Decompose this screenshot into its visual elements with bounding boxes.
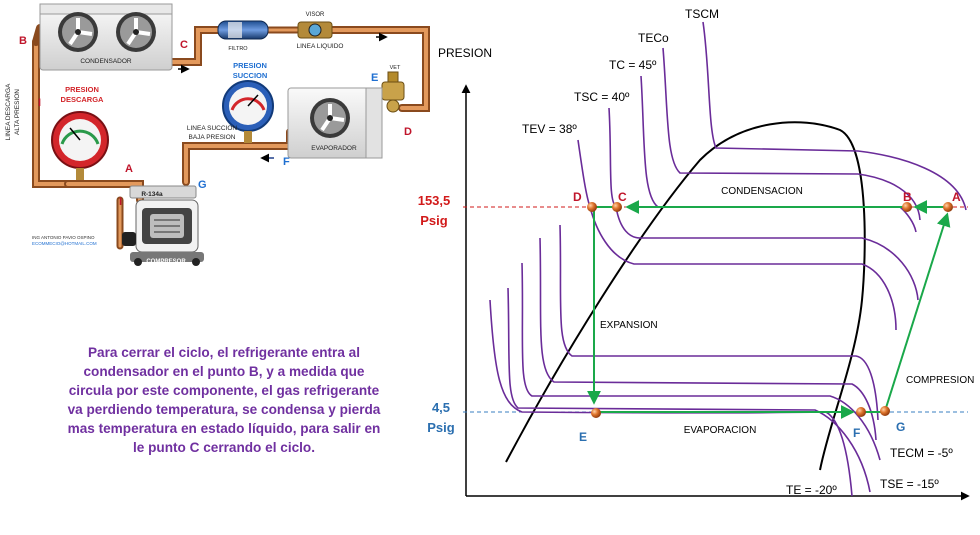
- visor-label: VISOR: [306, 12, 325, 18]
- expansion-valve: VET: [381, 65, 405, 113]
- filter-label: FILTRO: [228, 46, 248, 52]
- fan-icon: [310, 98, 350, 138]
- discharge-pressure-label-2: DESCARGA: [61, 95, 105, 104]
- suction-gauge: PRESION SUCCION: [222, 61, 274, 143]
- compressor-mark: I: [119, 196, 122, 208]
- schematic-point-f: F: [283, 156, 290, 168]
- suction-pressure-label-1: PRESION: [233, 61, 267, 70]
- high-pressure-value: 153,5: [418, 193, 451, 208]
- low-pressure-label: BAJA PRESION: [189, 134, 236, 141]
- high-pressure-unit: Psig: [420, 213, 448, 228]
- schematic-point-g: G: [198, 179, 207, 191]
- y-axis-label: PRESION: [438, 46, 492, 60]
- compression-arrow: [884, 212, 951, 412]
- discharge-pressure-label-1: PRESION: [65, 85, 99, 94]
- system-schematic: CONDENSADOR FILTRO VISOR LINEA LIQUIDO V…: [5, 3, 430, 266]
- isotherm-tsc: [608, 107, 919, 301]
- compression-label: COMPRESION: [906, 375, 974, 386]
- tscm-label: TSCM: [685, 7, 719, 21]
- isotherm-tse: [507, 287, 871, 493]
- point-g-label: G: [896, 420, 905, 434]
- point-f-label: F: [853, 426, 860, 440]
- point-c-marker: [612, 202, 622, 212]
- fan-icon: [58, 12, 98, 52]
- evaporator-unit: EVAPORADOR: [287, 87, 383, 159]
- liquid-line-label: LINEA LIQUIDO: [297, 43, 344, 50]
- isotherm-low-1: [559, 224, 879, 421]
- filter-drier: FILTRO: [217, 20, 269, 52]
- isotherm-te: [489, 299, 853, 497]
- caption-line: Para cerrar el ciclo, el refrigerante en…: [87, 345, 361, 360]
- tc-label: TC = 45º: [609, 58, 657, 72]
- fan-icon: [116, 12, 156, 52]
- evaporator-label: EVAPORADOR: [311, 145, 357, 152]
- isotherm-tecm: [521, 262, 881, 461]
- teco-label: TECo: [638, 31, 669, 45]
- tsc-label: TSC = 40º: [574, 90, 630, 104]
- point-b-label: B: [903, 190, 912, 204]
- schematic-point-d: D: [404, 126, 412, 138]
- point-b-marker: [902, 202, 912, 212]
- low-pressure-unit: Psig: [427, 420, 455, 435]
- isotherm-tscm: [702, 21, 967, 211]
- compressor: R-134a COMPRESOR: [122, 185, 204, 266]
- schematic-point-b: B: [19, 35, 27, 47]
- vet-label: VET: [390, 65, 401, 71]
- isotherm-teco: [662, 47, 921, 221]
- point-d-label: D: [573, 190, 582, 204]
- isotherm-lines: [489, 21, 967, 497]
- caption-line: condensador en el punto B, y a medida qu…: [83, 364, 365, 379]
- schematic-point-c: C: [180, 39, 188, 51]
- pressure-enthalpy-diagram: PRESION 153,5 Psig 4,5 Psig TSCM TECo TC…: [418, 7, 974, 501]
- suction-pressure-label-2: SUCCION: [233, 71, 268, 80]
- schematic-point-e: E: [371, 72, 378, 84]
- condenser-label: CONDENSADOR: [80, 58, 132, 65]
- expansion-label: EXPANSION: [600, 320, 658, 331]
- discharge-gauge: PRESION DESCARGA: [51, 85, 109, 180]
- compressor-label: COMPRESOR: [146, 259, 186, 265]
- condenser-unit: CONDENSADOR: [39, 3, 173, 71]
- high-pressure-label: ALTA PRESION: [14, 89, 21, 135]
- point-f-marker: [856, 407, 866, 417]
- point-a-label: A: [952, 190, 961, 204]
- saturation-dome: [505, 121, 866, 471]
- point-d-marker: [587, 202, 597, 212]
- tecm-label: TECM = -5º: [890, 446, 953, 460]
- caption-line: mas temperatura en estado líquido, para …: [67, 421, 381, 436]
- point-e-marker: [591, 408, 601, 418]
- isotherm-low-2: [539, 237, 877, 441]
- te-label: TE = -20º: [786, 483, 837, 497]
- caption-line: circula por este componente, el gas refr…: [68, 383, 380, 398]
- schematic-point-a: A: [125, 163, 133, 175]
- state-points: [587, 202, 953, 418]
- refrigerant-label: R-134a: [141, 191, 163, 198]
- tev-label: TEV = 38º: [522, 122, 577, 136]
- discharge-line-label: LINEA DESCARGA: [5, 83, 12, 140]
- isotherm-tev: [577, 139, 897, 331]
- point-c-label: C: [618, 190, 627, 204]
- author-line-2: ECOMMECIO@HOTMAIL.COM: [32, 241, 97, 246]
- suction-line-label: LINEA SUCCION: [187, 125, 238, 132]
- point-e-label: E: [579, 430, 587, 444]
- point-a-marker: [943, 202, 953, 212]
- discharge-mark: I: [38, 97, 41, 109]
- refrigeration-cycle: [587, 200, 951, 419]
- explanation-caption: Para cerrar el ciclo, el refrigerante en…: [46, 343, 402, 457]
- caption-line: va perdiendo temperatura, se condensa y …: [67, 402, 381, 417]
- tse-label: TSE = -15º: [880, 477, 939, 491]
- author-line-1: ING ANTONIO PAVIO OSPINO: [32, 235, 95, 240]
- condensation-label: CONDENSACION: [721, 186, 803, 197]
- evaporation-label: EVAPORACION: [684, 425, 757, 436]
- isotherm-tc: [640, 75, 917, 233]
- low-pressure-value: 4,5: [432, 400, 450, 415]
- caption-line: le punto C cerrando el ciclo.: [132, 440, 316, 455]
- point-g-marker: [880, 406, 890, 416]
- sight-glass: VISOR LINEA LIQUIDO: [297, 12, 344, 50]
